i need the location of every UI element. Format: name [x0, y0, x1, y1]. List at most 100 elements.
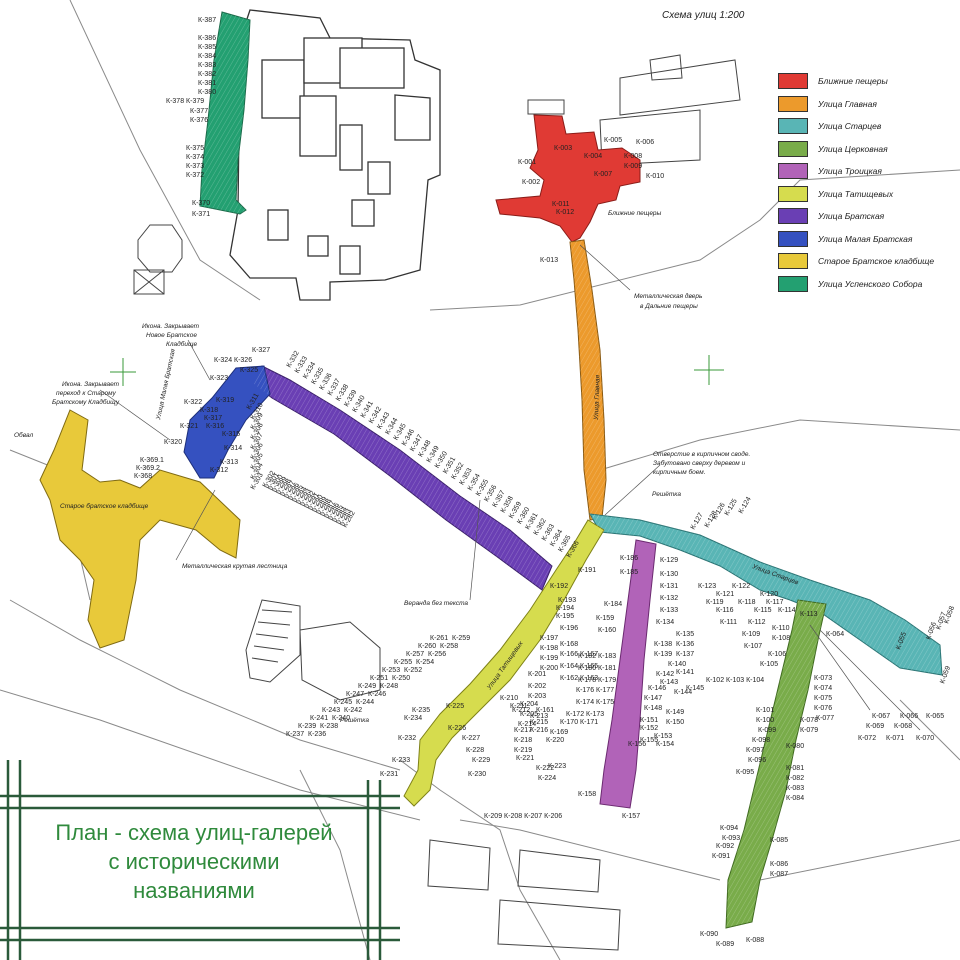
legend-item: Улица Успенского Собора [778, 273, 948, 296]
legend-swatch [778, 208, 808, 225]
cell-label: К-184 [604, 601, 622, 608]
cell-label: К-242 [344, 707, 362, 714]
cell-label: К-110 [772, 625, 790, 632]
cell-label: К-107 [744, 643, 762, 650]
cell-label: К-130 [660, 571, 678, 578]
cell-label: К-213 [530, 713, 548, 720]
cell-label: К-011 [552, 201, 570, 208]
cell-label: К-097 [746, 747, 764, 754]
caption-line-3: названиями [133, 878, 255, 903]
legend-label: Улица Старцев [818, 121, 882, 132]
cell-label: К-106 [768, 651, 786, 658]
cell-label: К-102 К-103 К-104 [706, 677, 764, 684]
cell-label: К-168 [560, 641, 578, 648]
hatch-overlay [200, 12, 942, 928]
cell-label: К-224 [538, 775, 556, 782]
svg-text:переход к Старому: переход к Старому [56, 389, 116, 397]
cell-label: К-314 [224, 445, 242, 452]
cell-label: К-219 [514, 747, 532, 754]
svg-text:Металлическая дверь: Металлическая дверь [634, 292, 703, 300]
cell-label: К-144 [674, 689, 692, 696]
cell-label: К-089 [716, 941, 734, 948]
caption-line-1: План - схема улиц-галерей [55, 820, 333, 845]
cell-label: К-327 [252, 347, 270, 354]
cell-label: К-246 [368, 691, 386, 698]
cell-label: К-202 [528, 683, 546, 690]
cell-label: К-083 [786, 785, 804, 792]
cell-label: К-086 [770, 861, 788, 868]
cell-label: К-139 [654, 651, 672, 658]
leader-lines [99, 244, 921, 731]
cell-label: К-222 [536, 765, 554, 772]
legend-label: Улица Татищевых [818, 188, 894, 199]
legend-swatch [778, 253, 808, 270]
cell-label: К-164 К-165 [560, 663, 598, 670]
svg-text:Отверстие в кирпичном своде.: Отверстие в кирпичном своде. [653, 450, 750, 458]
cell-label: К-148 [644, 705, 662, 712]
cell-label: К-261 [430, 635, 448, 642]
cell-label: К-376 [190, 117, 208, 124]
cell-label: К-143 [660, 679, 678, 686]
cell-label: К-312 [210, 467, 228, 474]
cell-label: К-323 [210, 375, 228, 382]
cell-label: К-125 [724, 498, 739, 517]
cell-label: К-122 [732, 583, 750, 590]
street-blizhnie-peshchery [495, 114, 641, 243]
cell-label: К-005 [604, 137, 622, 144]
cell-label: К-137 [676, 651, 694, 658]
cell-label: К-201 [528, 671, 546, 678]
cell-label: К-245 [334, 699, 352, 706]
cell-label: К-258 [440, 643, 458, 650]
cell-label: К-383 [198, 62, 216, 69]
cell-label: К-321 [180, 423, 198, 430]
legend-swatch [778, 118, 808, 135]
cell-label: К-370 [192, 200, 210, 207]
cell-label: К-013 [540, 257, 558, 264]
cell-label: К-147 [644, 695, 662, 702]
svg-text:Металлическая крутая лестница: Металлическая крутая лестница [182, 563, 288, 570]
cell-label: К-066 [900, 713, 918, 720]
cell-label: К-119 [706, 599, 724, 606]
svg-text:Икона. Закрывает: Икона. Закрывает [142, 323, 200, 330]
legend-swatch [778, 73, 808, 90]
cell-label: К-372 [186, 172, 204, 179]
cell-label: К-233 [392, 757, 410, 764]
cell-label: К-227 [462, 735, 480, 742]
cell-label: К-174 К-175 [576, 699, 614, 706]
cell-label: К-090 [700, 931, 718, 938]
cell-label: К-230 [468, 771, 486, 778]
cell-label: К-004 [584, 153, 602, 160]
cell-label: К-009 [624, 163, 642, 170]
legend-label: Улица Братская [818, 211, 885, 222]
cell-label: К-234 [404, 715, 422, 722]
legend-item: Старое Братское кладбище [778, 250, 948, 273]
svg-text:Икона. Закрывает: Икона. Закрывает [62, 381, 120, 388]
cell-label: К-236 [308, 731, 326, 738]
cell-label: К-185 [620, 569, 638, 576]
cell-label: К-180 К-181 [578, 665, 616, 672]
cell-label: К-241 [310, 715, 328, 722]
cell-label: К-218 [514, 737, 532, 744]
cell-label: К-243 [322, 707, 340, 714]
cell-label: К-223 [548, 763, 566, 770]
legend-item: Улица Татищевых [778, 183, 948, 206]
cell-label: К-150 [666, 719, 684, 726]
cell-label: К-078 [800, 717, 818, 724]
cell-label: К-172 К-173 [566, 711, 604, 718]
cell-label: К-111 [720, 619, 737, 626]
cell-label: К-079 [800, 727, 818, 734]
cell-label: К-074 [814, 685, 832, 692]
cell-label: К-235 [412, 707, 430, 714]
cell-label: К-220 [546, 737, 564, 744]
cell-label: К-313 [220, 459, 238, 466]
legend-label: Улица Главная [818, 98, 877, 109]
caption-line-2: с историческими [108, 849, 280, 874]
cell-label: К-324 [214, 357, 232, 364]
cell-label: К-133 [660, 607, 678, 614]
cell-label: К-231 [380, 771, 398, 778]
cell-label: К-382 [198, 71, 216, 78]
cell-label: К-069 [866, 723, 884, 730]
legend-item: Улица Главная [778, 93, 948, 116]
cell-label: К-203 [528, 693, 546, 700]
